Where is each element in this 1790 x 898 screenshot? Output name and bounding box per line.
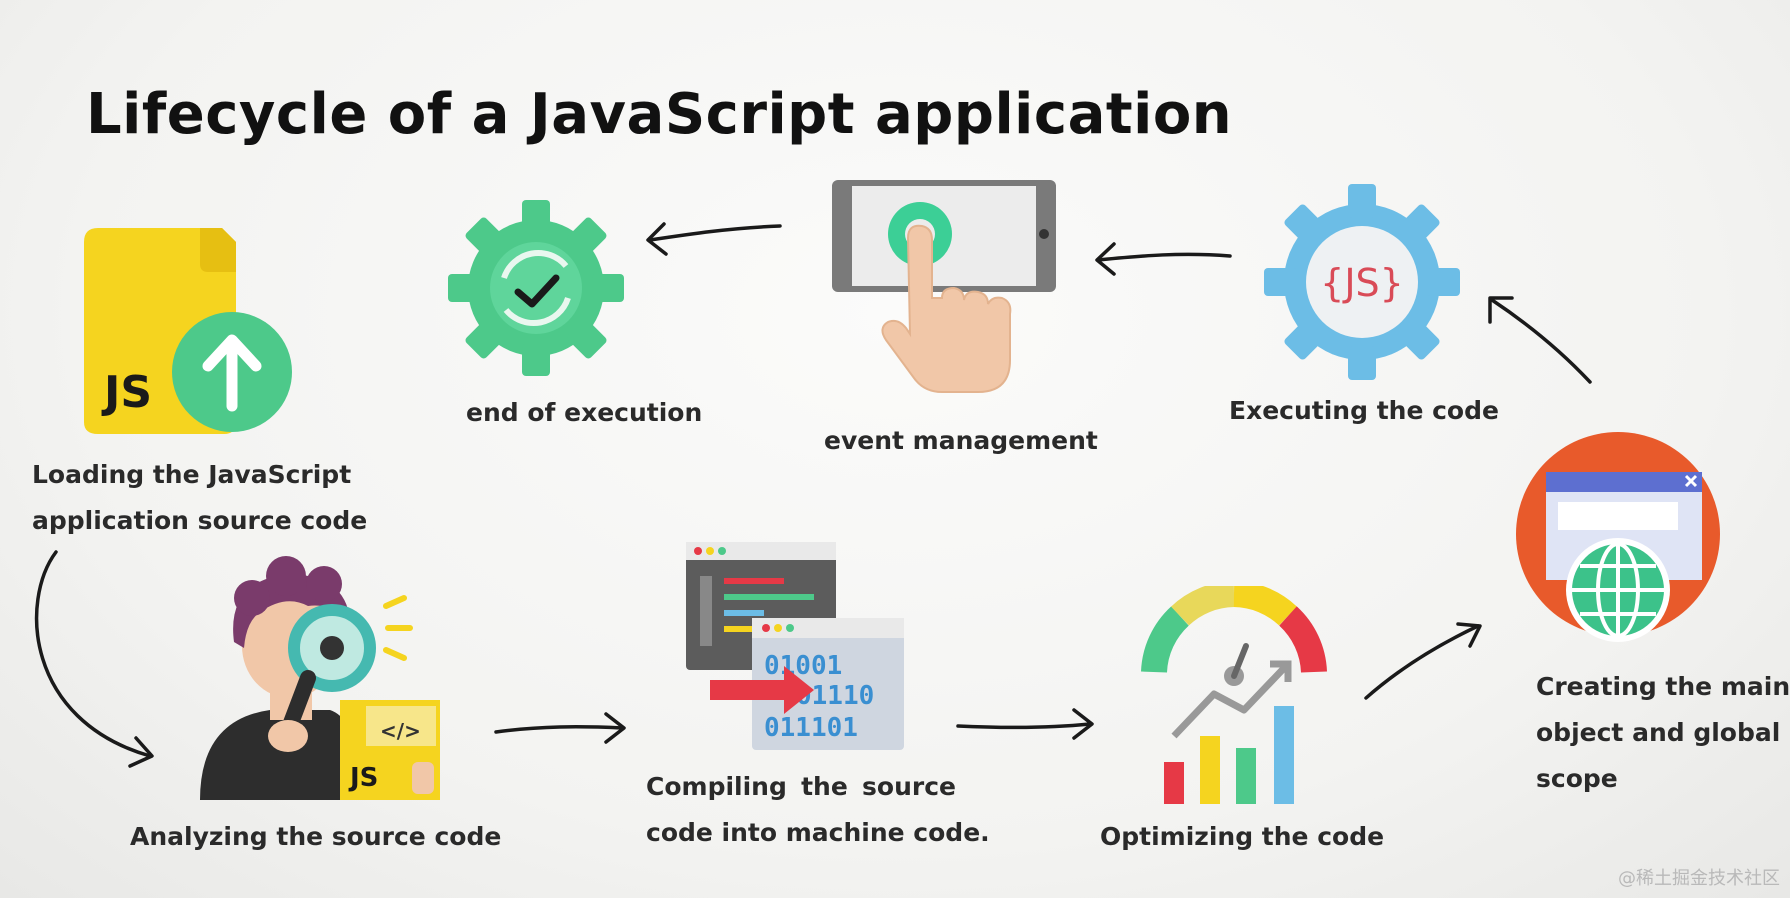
arrow-analyzing-to-compiling: [494, 725, 624, 734]
arrow-head-analyzing-to-compiling: [604, 712, 626, 744]
arrow-optimizing-to-creating: [1364, 624, 1480, 700]
arrow-executing-to-event: [1096, 252, 1232, 262]
arrow-head-end: [646, 222, 668, 256]
arrow-creating-to-executing: [1490, 298, 1592, 384]
watermark: @稀土掘金技术社区: [1618, 868, 1780, 889]
creating-caption-line2: object and global: [1536, 718, 1781, 747]
end-caption: end of execution: [466, 398, 703, 427]
js-file-upload-icon: JS: [84, 228, 292, 434]
tablet-touch-icon: [832, 180, 1056, 393]
creating-caption-line3: scope: [1536, 764, 1618, 793]
arrow-head-compiling-to-optimizing: [1072, 708, 1094, 740]
diagram-title: Lifecycle of a JavaScript application: [86, 82, 1233, 147]
binary-row-2: 01110: [796, 681, 874, 711]
loading-caption: Loading the JavaScript application sourc…: [32, 452, 368, 544]
event-caption: event management: [824, 426, 1098, 455]
arrow-head-optimizing-to-creating: [1456, 622, 1482, 648]
js-file-badge: JS: [101, 367, 152, 418]
gear-check-icon: [448, 200, 624, 376]
code-tag: </>: [380, 719, 421, 743]
js-gear-icon: {JS}: [1264, 184, 1460, 380]
binary-row-1: 01001: [764, 651, 842, 681]
creating-caption: Creating the main object and global scop…: [1536, 664, 1790, 802]
binary-compile-icon: 01001 01110 011101: [686, 542, 904, 750]
binary-row-3: 011101: [764, 713, 858, 743]
creating-caption-line1: Creating the main: [1536, 672, 1790, 701]
arrow-head-loading-to-analyzing: [128, 736, 154, 768]
arrow-head-executing: [1488, 296, 1514, 324]
compiling-caption-line2: code into machine code.: [646, 818, 990, 847]
browser-globe-icon: [1516, 432, 1720, 642]
gauge-chart-icon: [1141, 586, 1327, 804]
analyzing-js-badge: JS: [348, 763, 378, 793]
arrow-loading-to-analyzing: [34, 550, 152, 758]
executing-js-badge: {JS}: [1320, 261, 1404, 305]
loading-caption-line2: application source code: [32, 506, 368, 535]
optimizing-caption: Optimizing the code: [1100, 822, 1385, 851]
magnifier-person-icon: </> JS: [200, 556, 440, 800]
compiling-caption: Compiling the source code into machine c…: [646, 764, 990, 856]
arrow-head-event: [1095, 242, 1116, 276]
compiling-caption-line1: Compiling the source: [646, 772, 956, 801]
executing-caption: Executing the code: [1229, 396, 1499, 425]
arrow-event-to-end: [648, 224, 782, 242]
arrow-compiling-to-optimizing: [956, 722, 1092, 730]
analyzing-caption: Analyzing the source code: [130, 822, 502, 851]
loading-caption-line1: Loading the JavaScript: [32, 460, 352, 489]
